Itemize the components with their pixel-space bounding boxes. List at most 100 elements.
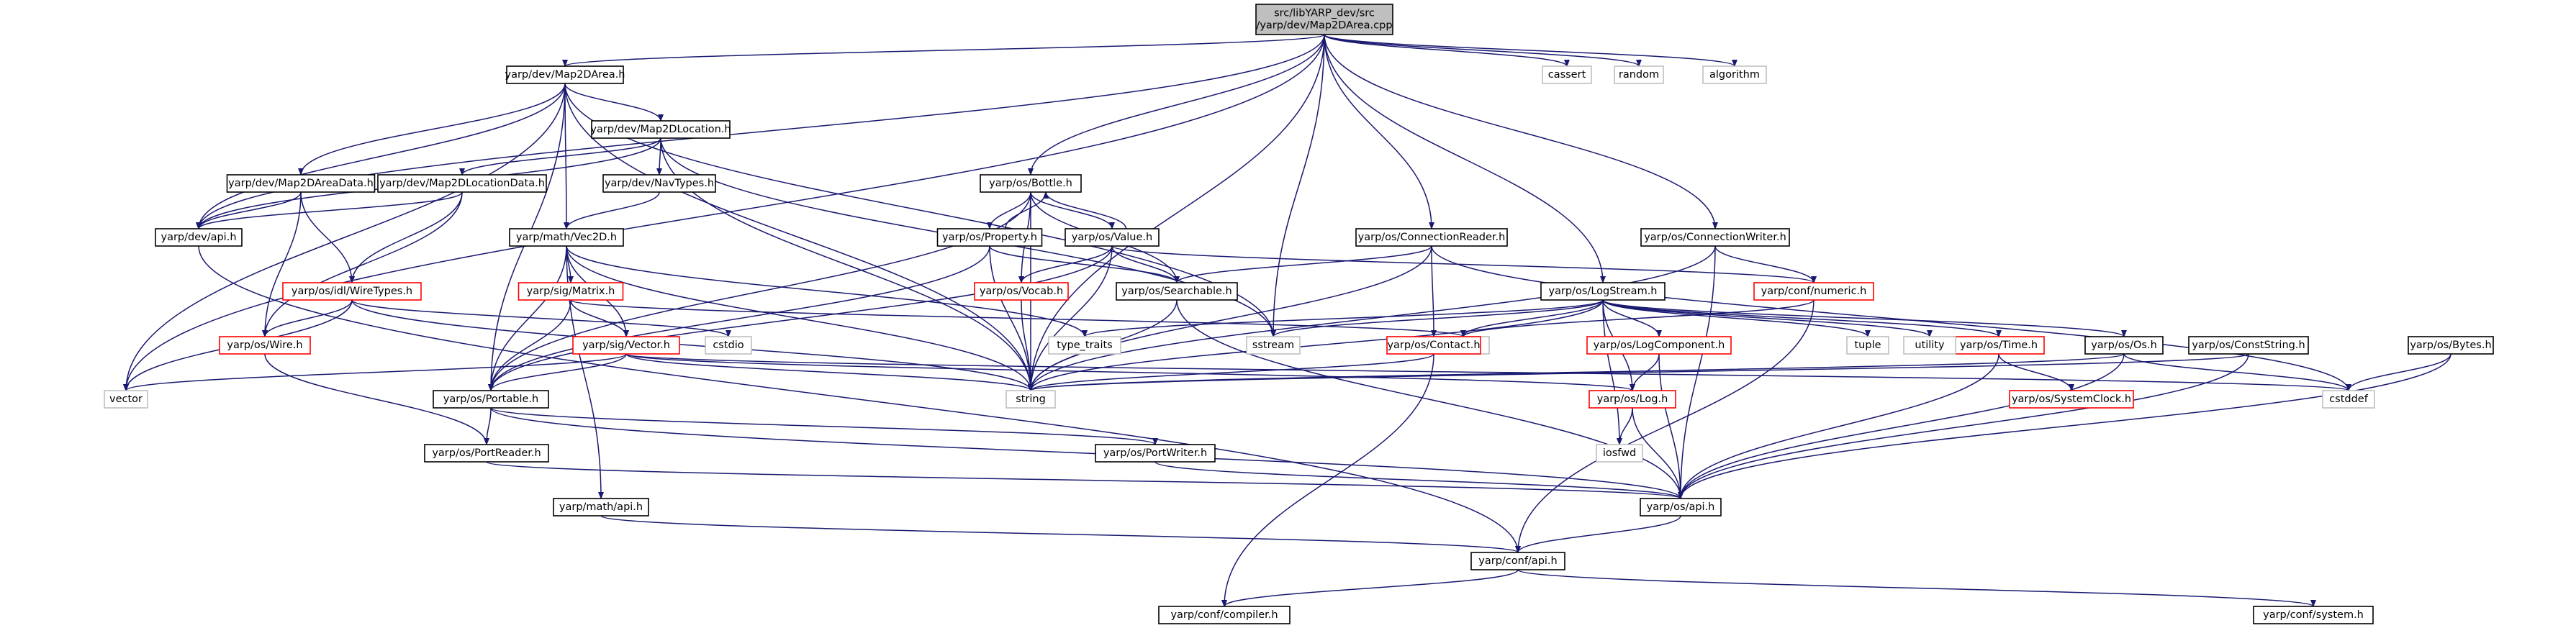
node-yarp-os-searchable-h[interactable]: yarp/os/Searchable.h [1116,282,1238,301]
node-iosfwd[interactable]: iosfwd [1596,444,1643,463]
edge-os_h-to-cstddef [2123,353,2351,391]
node-yarp-os-portable-h[interactable]: yarp/os/Portable.h [433,390,549,409]
node-yarp-conf-api-h[interactable]: yarp/conf/api.h [1470,552,1565,570]
edge-map2dlocationdata_h-to-dev_api_h [196,191,463,229]
node-yarp-os-idl-wiretypes-h[interactable]: yarp/os/idl/WireTypes.h [282,282,422,301]
node-yarp-os-conststring-h[interactable]: yarp/os/ConstString.h [2188,336,2309,355]
node-yarp-sig-matrix-h[interactable]: yarp/sig/Matrix.h [518,282,624,301]
node-yarp-os-systemclock-h[interactable]: yarp/os/SystemClock.h [2009,390,2134,409]
edge-logstream_h-to-utility [1602,299,1933,337]
node-cstdio[interactable]: cstdio [705,336,752,355]
edge-bottle_h-to-portable_h [488,191,1031,391]
node-yarp-dev-map2dlocation-h[interactable]: yarp/dev/Map2DLocation.h [590,120,731,139]
node-utility[interactable]: utility [1903,336,1956,355]
node-label: yarp/math/Vec2D.h [516,232,617,243]
edge-line [1111,245,1817,283]
node-yarp-os-vocab-h[interactable]: yarp/os/Vocab.h [974,282,1069,301]
node-yarp-os-wire-h[interactable]: yarp/os/Wire.h [219,336,311,355]
node-yarp-os-contact-h[interactable]: yarp/os/Contact.h [1386,336,1481,355]
node-label: yarp/os/Value.h [1072,232,1152,243]
node-box [1702,65,1767,84]
edge-numeric_h-to-conf_api_h [1515,299,1815,553]
node-yarp-os-connectionwriter-h[interactable]: yarp/os/ConnectionWriter.h [1640,228,1790,247]
node-yarp-dev-map2dlocationdata-h[interactable]: yarp/dev/Map2DLocationData.h [377,174,547,193]
node-yarp-os-os-h[interactable]: yarp/os/Os.h [2084,336,2164,355]
edge-connectionreader_h-to-contact_h [1430,245,1437,337]
node-yarp-os-logstream-h[interactable]: yarp/os/LogStream.h [1540,282,1666,301]
edge-line [989,245,1034,391]
edge-map2darea_h-to-map2dlocation_h [564,83,664,122]
edge-line [1431,245,2351,391]
node-yarp-os-log-h[interactable]: yarp/os/Log.h [1588,390,1676,409]
node-label: yarp/os/Log.h [1597,393,1668,405]
edge-time_h-to-os_api_h [1678,353,1999,499]
node-label: yarp/conf/numeric.h [1761,286,1867,297]
node-label: cassert [1548,69,1586,81]
node-yarp-os-time-h[interactable]: yarp/os/Time.h [1953,336,2045,355]
edge-line [1174,245,1432,283]
node-src-libyarp-dev-src-yarp-dev-map2darea-cpp[interactable]: src/libYARP_dev/src/yarp/dev/Map2DArea.c… [1255,4,1393,35]
node-sstream[interactable]: sstream [1246,336,1301,355]
node-yarp-os-bottle-h[interactable]: yarp/os/Bottle.h [980,174,1082,193]
edge-portable_h-to-os_api_h [490,407,1684,499]
edge-property_h-to-string [989,245,1034,391]
node-yarp-math-api-h[interactable]: yarp/math/api.h [553,498,649,516]
node-yarp-os-property-h[interactable]: yarp/os/Property.h [936,228,1043,247]
node-yarp-dev-navtypes-h[interactable]: yarp/dev/NavTypes.h [602,174,716,193]
edges-layer [123,34,2451,607]
edge-matrix_h-to-cstdlib [570,299,1466,337]
node-label: yarp/os/Searchable.h [1121,286,1231,297]
edge-line [1028,34,1325,391]
node-yarp-os-bytes-h[interactable]: yarp/os/Bytes.h [2408,336,2494,355]
node-box [1158,606,1291,624]
node-yarp-dev-map2dareadata-h[interactable]: yarp/dev/Map2DAreaData.h [226,174,376,193]
node-type-traits[interactable]: type_traits [1048,336,1121,355]
edge-value_h-to-numeric_h [1111,245,1817,283]
edge-line [123,34,1325,391]
edge-root-to-bottle_h [1028,34,1325,176]
edge-portable_h-to-portreader_h [484,407,492,445]
edge-line [1998,353,2074,391]
edge-bottle_h-to-value_h [1030,191,1115,229]
node-box [1005,390,1056,409]
node-label: yarp/sig/Vector.h [582,340,670,351]
node-vector[interactable]: vector [104,390,148,409]
node-algorithm[interactable]: algorithm [1702,65,1767,84]
node-yarp-math-vec2d-h[interactable]: yarp/math/Vec2D.h [509,228,624,247]
edge-map2dlocationdata_h-to-wiretypes_h [349,191,463,283]
edge-line [1324,34,1737,67]
edge-connectionwriter_h-to-os_api_h [1678,245,1716,499]
node-yarp-os-portwriter-h[interactable]: yarp/os/PortWriter.h [1095,444,1216,463]
node-string[interactable]: string [1005,390,1056,409]
node-yarp-os-portreader-h[interactable]: yarp/os/PortReader.h [424,444,549,463]
edge-line [488,299,571,391]
node-label: random [1619,69,1659,81]
node-label: yarp/os/Wire.h [227,340,302,351]
edge-connectionwriter_h-to-string [1028,245,1716,391]
node-yarp-os-value-h[interactable]: yarp/os/Value.h [1065,228,1160,247]
node-yarp-dev-api-h[interactable]: yarp/dev/api.h [155,228,243,247]
node-yarp-os-api-h[interactable]: yarp/os/api.h [1640,498,1722,516]
edge-line [1028,353,1434,391]
node-label: iosfwd [1603,447,1636,459]
node-yarp-os-connectionreader-h[interactable]: yarp/os/ConnectionReader.h [1355,228,1508,247]
node-yarp-conf-system-h[interactable]: yarp/conf/system.h [2253,606,2374,624]
node-random[interactable]: random [1614,65,1664,84]
edge-line [486,461,1684,499]
node-yarp-conf-compiler-h[interactable]: yarp/conf/compiler.h [1158,606,1291,624]
node-cassert[interactable]: cassert [1542,65,1592,84]
edge-logstream_h-to-cstdlib [1460,299,1604,337]
node-label: yarp/math/api.h [559,501,643,513]
node-tuple[interactable]: tuple [1846,336,1889,355]
edge-line [196,83,566,229]
node-yarp-conf-numeric-h[interactable]: yarp/conf/numeric.h [1753,282,1874,301]
node-box [219,336,311,355]
node-yarp-sig-vector-h[interactable]: yarp/sig/Vector.h [572,336,680,355]
node-yarp-dev-map2darea-h[interactable]: yarp/dev/Map2DArea.h [505,65,625,84]
edge-line [1082,299,1604,337]
edge-line [1028,299,1604,391]
edge-line [1460,299,1815,337]
edge-line [564,83,664,122]
node-cstddef[interactable]: cstddef [2322,390,2375,409]
node-yarp-os-logcomponent-h[interactable]: yarp/os/LogComponent.h [1586,336,1732,355]
